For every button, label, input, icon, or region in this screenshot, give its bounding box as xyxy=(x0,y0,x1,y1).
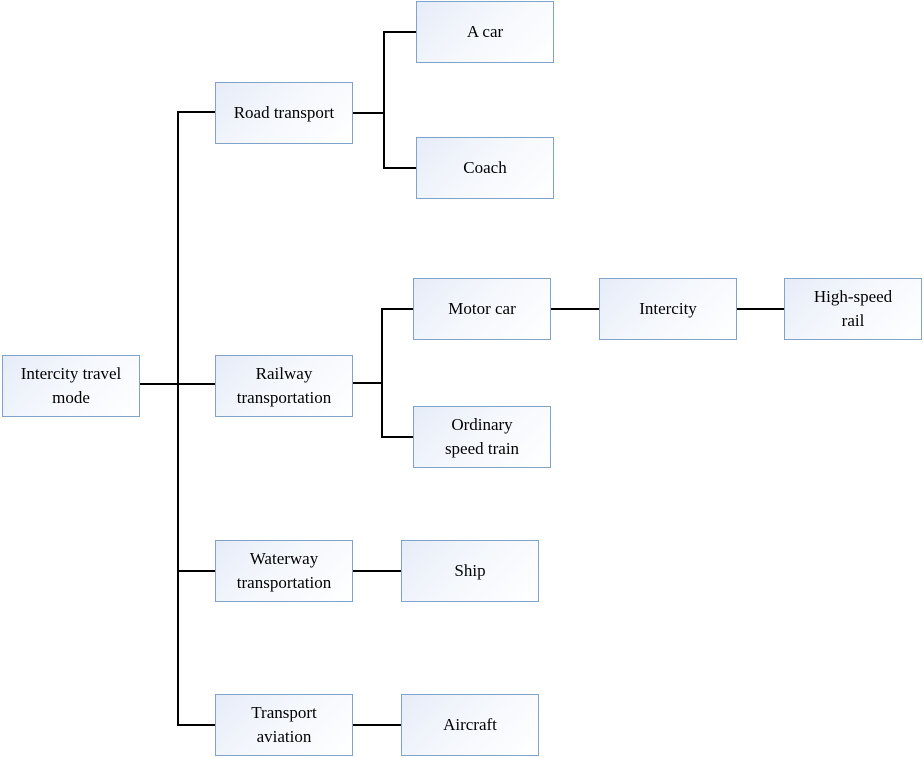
node-label: Aircraft xyxy=(443,715,497,734)
node-waterway-transportation: Waterway transportation xyxy=(215,540,353,602)
node-coach: Coach xyxy=(416,137,554,199)
connector-road-to-car xyxy=(383,31,416,33)
connector-road-stub xyxy=(353,112,384,114)
node-label: Ordinary speed train xyxy=(444,415,520,458)
connector-intercity-to-hsr xyxy=(737,308,784,310)
connector-railway-branch xyxy=(381,308,383,438)
connector-railway-stub xyxy=(353,382,382,384)
node-aircraft: Aircraft xyxy=(401,694,539,756)
node-label: A car xyxy=(466,22,504,41)
connector-main-trunk xyxy=(177,111,179,726)
connector-road-branch xyxy=(383,31,385,169)
node-label: High-speed rail xyxy=(813,287,893,330)
node-label: Ship xyxy=(454,561,486,580)
node-label: Waterway transportation xyxy=(236,549,332,592)
node-root-intercity-travel-mode: Intercity travel mode xyxy=(2,355,140,417)
connector-waterway-to-ship xyxy=(353,570,401,572)
node-ordinary-speed-train: Ordinary speed train xyxy=(413,406,551,468)
node-label: Transport aviation xyxy=(251,703,317,746)
connector-railway-to-ordinary xyxy=(381,436,413,438)
connector-aviation-to-aircraft xyxy=(353,724,401,726)
connector-trunk-to-railway xyxy=(177,383,215,385)
connector-road-to-coach xyxy=(383,167,416,169)
node-label: Intercity travel mode xyxy=(20,364,122,407)
node-label: Motor car xyxy=(448,299,516,318)
connector-trunk-to-aviation xyxy=(177,724,215,726)
node-motor-car: Motor car xyxy=(413,278,551,340)
connector-trunk-to-waterway xyxy=(177,570,215,572)
node-label: Railway transportation xyxy=(236,364,332,407)
connector-trunk-to-road xyxy=(177,111,215,113)
node-high-speed-rail: High-speed rail xyxy=(784,278,922,340)
node-ship: Ship xyxy=(401,540,539,602)
node-road-transport: Road transport xyxy=(215,82,353,144)
connector-root-to-trunk xyxy=(140,383,178,385)
node-a-car: A car xyxy=(416,1,554,63)
node-railway-transportation: Railway transportation xyxy=(215,355,353,417)
node-transport-aviation: Transport aviation xyxy=(215,694,353,756)
node-label: Intercity xyxy=(639,299,697,318)
connector-railway-to-motor-car xyxy=(381,308,413,310)
node-label: Coach xyxy=(463,158,507,177)
node-intercity: Intercity xyxy=(599,278,737,340)
connector-motor-car-to-intercity xyxy=(551,308,599,310)
node-label: Road transport xyxy=(233,103,335,122)
